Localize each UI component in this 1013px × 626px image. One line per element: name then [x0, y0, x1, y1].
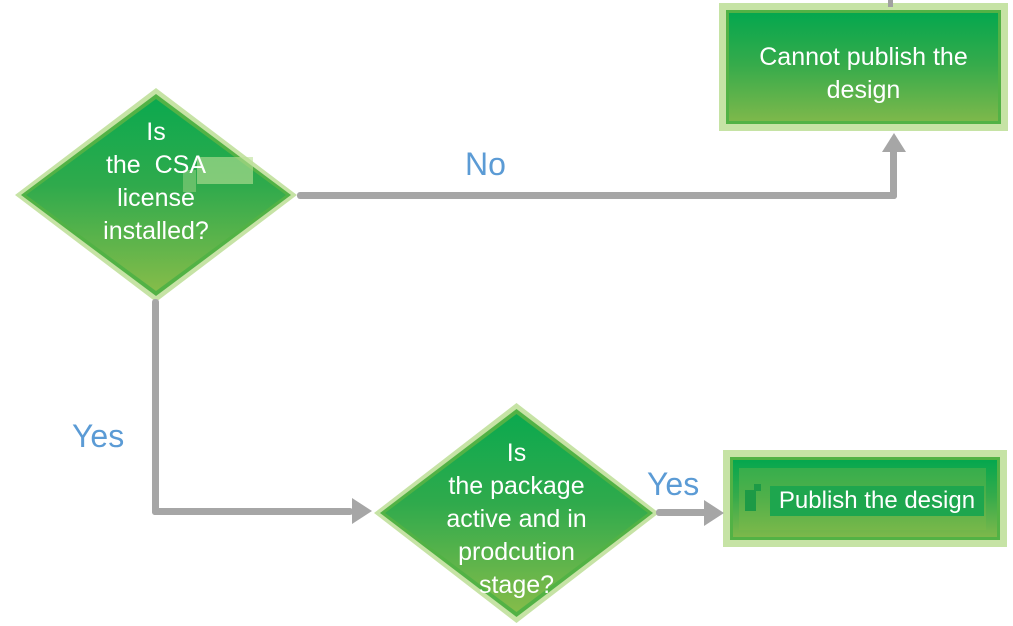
edge-label-yes2: Yes [647, 466, 700, 502]
outcome-publish-node: Publish the design [723, 450, 1007, 547]
decision-package-node: Is the package active and in prodcution … [374, 403, 659, 623]
outcome-cannot-publish-label: Cannot publish the design [759, 43, 968, 104]
edge-label-no: No [465, 146, 506, 182]
erased-text-artifact [183, 170, 196, 192]
arrowhead-up-icon [882, 133, 906, 152]
outcome-publish-border: Publish the design [730, 457, 1000, 540]
erased-text-artifact [197, 157, 253, 184]
edge-label-yes1: Yes [72, 418, 125, 454]
decision-package-label: Is the package active and in prodcution … [446, 438, 587, 599]
connection-point-artifact [888, 0, 893, 7]
outcome-publish-fill: Publish the design [733, 460, 997, 537]
outcome-cannot-publish-node: Cannot publish the design [719, 3, 1008, 131]
connector-no-horizontal [297, 192, 897, 199]
connector-yes1-vertical [152, 299, 159, 515]
arrowhead-right-icon [704, 500, 724, 526]
outcome-cannot-publish-border: Cannot publish the design [726, 10, 1001, 124]
pasted-image-artifact [745, 490, 756, 511]
decision-license-node: Is the CSA license installed? [15, 88, 297, 302]
outcome-publish-label: Publish the design [770, 486, 984, 516]
connector-yes1-horizontal [152, 508, 353, 515]
pasted-image-artifact [754, 484, 761, 491]
connector-yes2-horizontal [656, 509, 707, 516]
outcome-cannot-publish-fill: Cannot publish the design [729, 13, 998, 121]
arrowhead-right-icon [352, 498, 372, 524]
decision-license-label: Is the CSA license installed? [103, 118, 209, 245]
connector-no-vertical [890, 149, 897, 199]
